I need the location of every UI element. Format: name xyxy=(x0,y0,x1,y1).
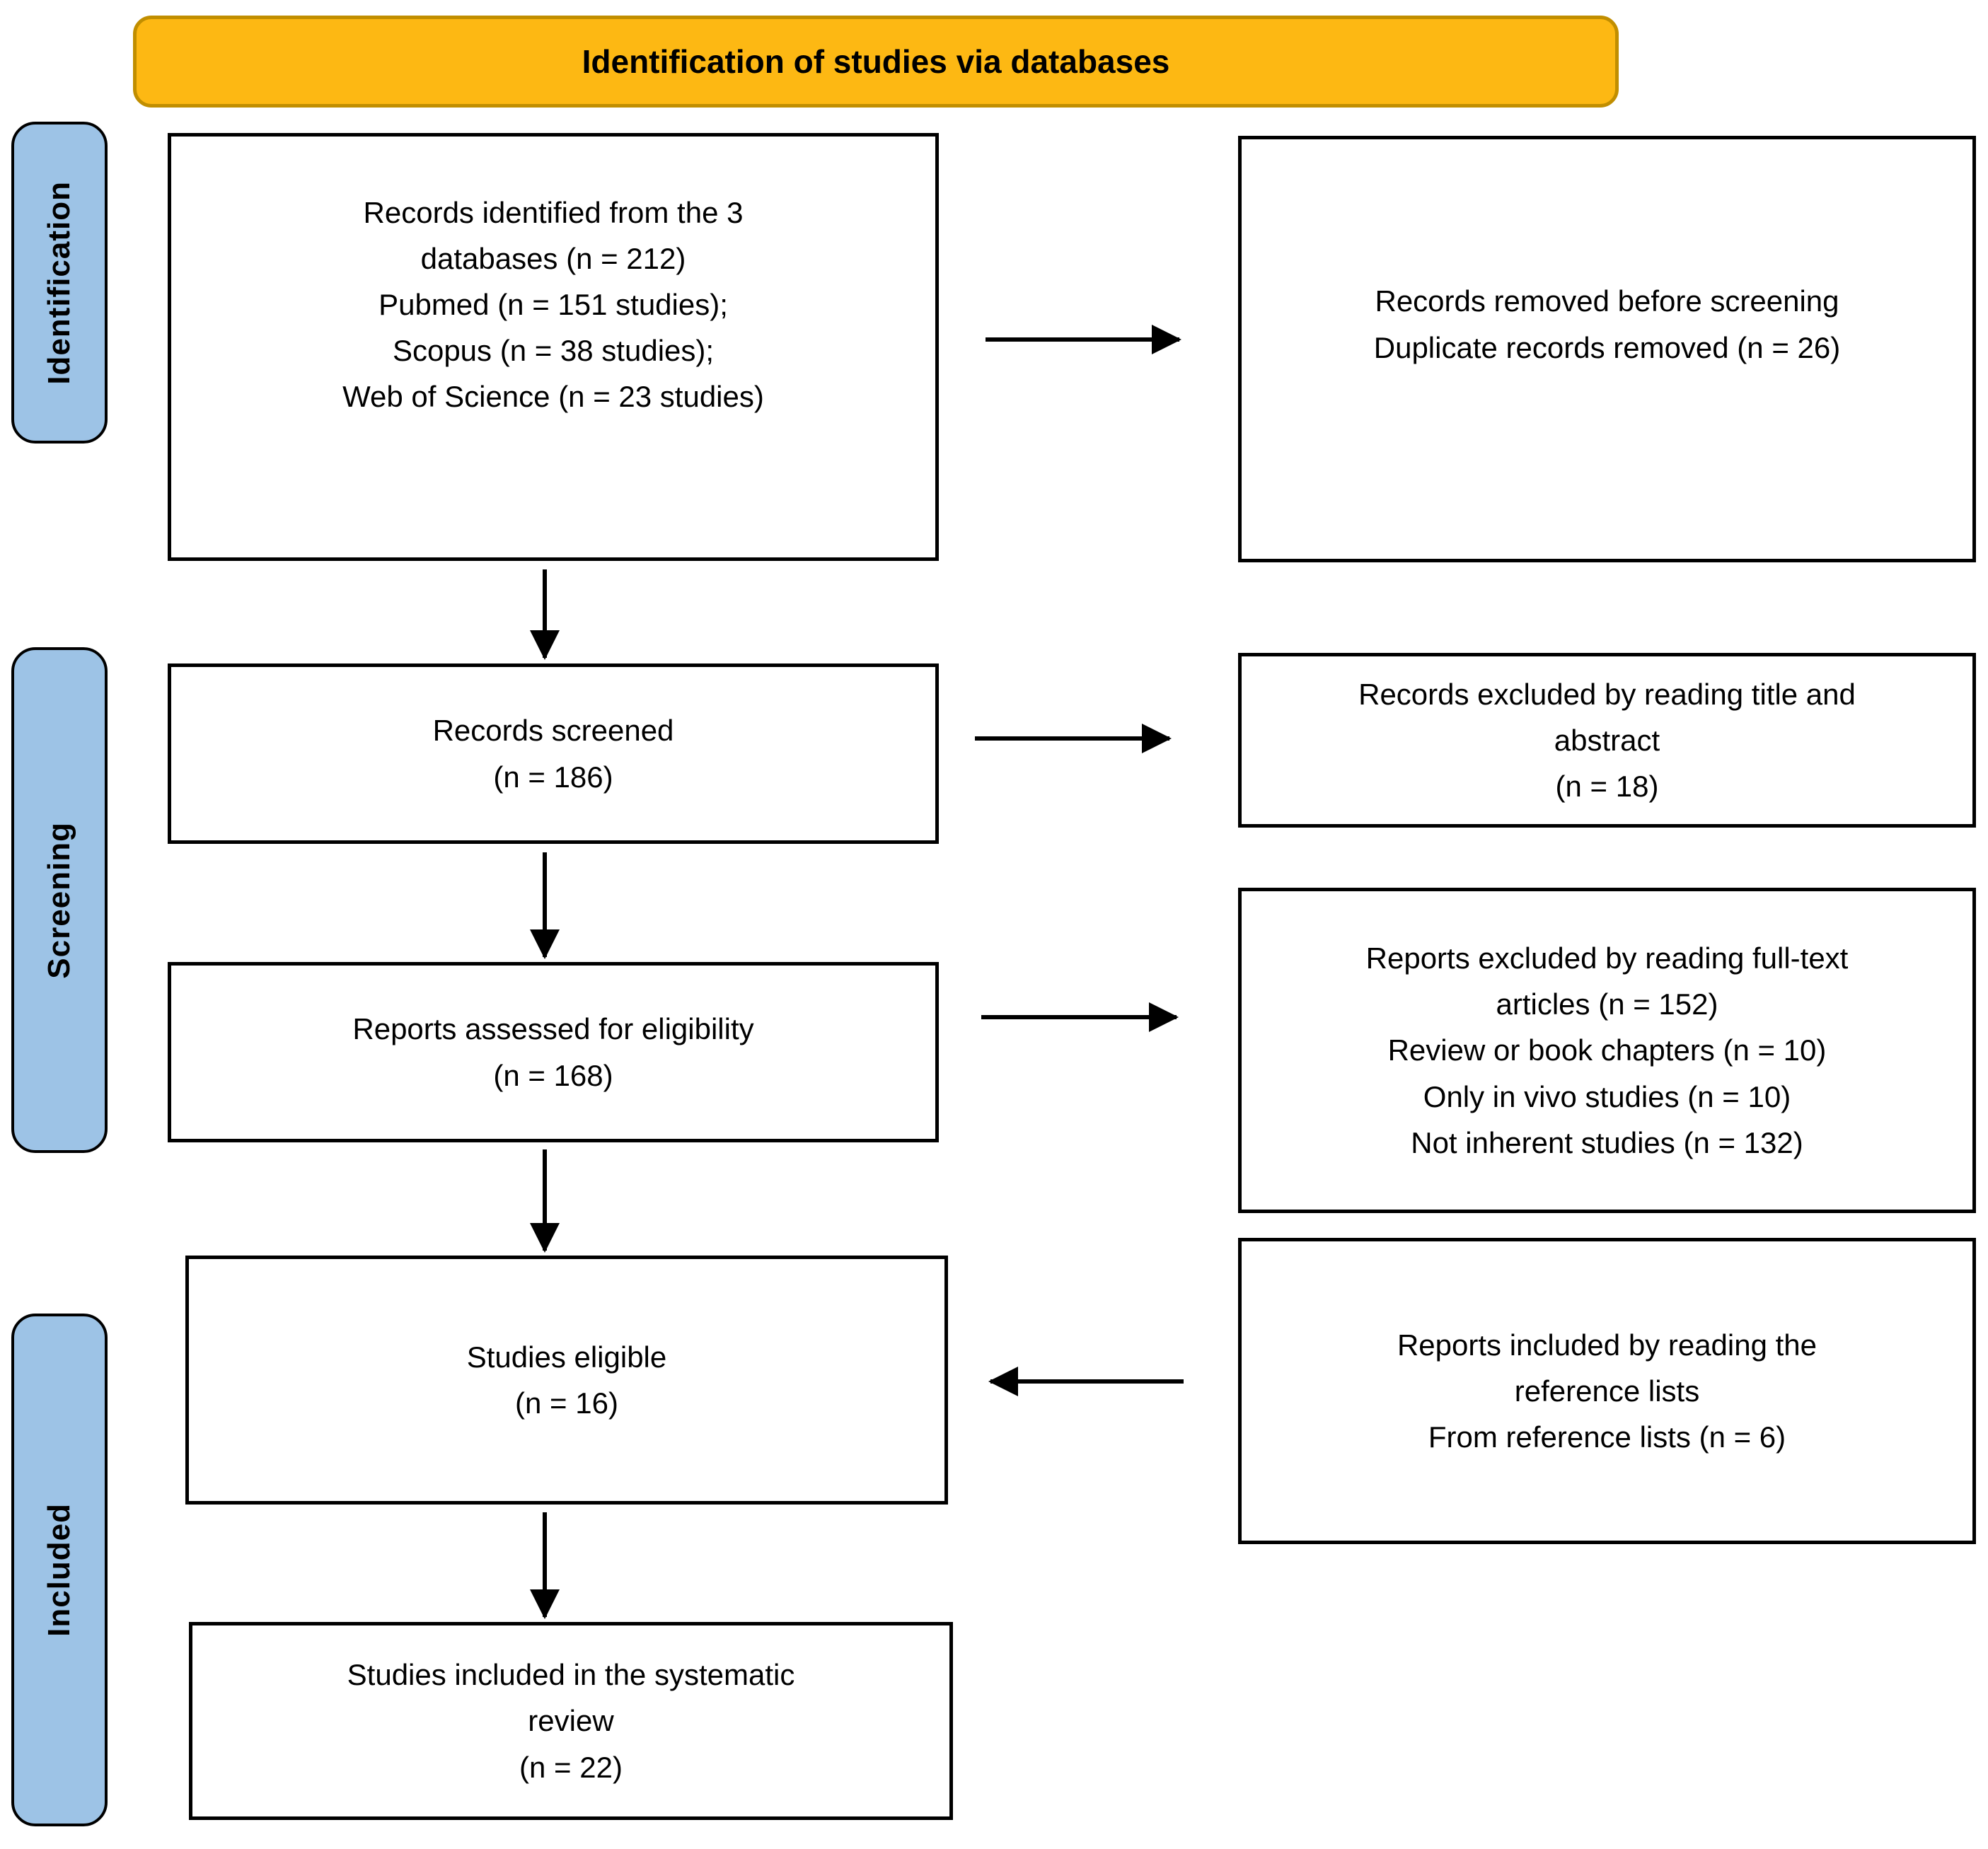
reports-excluded-fulltext-box: Reports excluded by reading full-text ar… xyxy=(1238,888,1976,1213)
records-excluded-title-abstract-text: Records excluded by reading title and ab… xyxy=(1358,677,1856,804)
reports-assessed-text: Reports assessed for eligibility (n = 16… xyxy=(352,1012,754,1092)
studies-included-box: Studies included in the systematic revie… xyxy=(189,1622,953,1820)
records-identified-text: Records identified from the 3 databases … xyxy=(342,195,764,414)
studies-included-text: Studies included in the systematic revie… xyxy=(347,1658,795,1784)
records-screened-box: Records screened (n = 186) xyxy=(168,663,939,844)
studies-eligible-box: Studies eligible (n = 16) xyxy=(185,1256,948,1505)
records-screened-text: Records screened (n = 186) xyxy=(432,714,674,794)
stage-included-label: Included xyxy=(42,1503,76,1637)
records-removed-text: Records removed before screening Duplica… xyxy=(1373,284,1841,364)
reports-assessed-box: Reports assessed for eligibility (n = 16… xyxy=(168,962,939,1142)
reports-included-references-text: Reports included by reading the referenc… xyxy=(1397,1328,1817,1454)
studies-eligible-text: Studies eligible (n = 16) xyxy=(466,1340,667,1420)
stage-screening: Screening xyxy=(11,647,108,1153)
records-excluded-title-abstract-box: Records excluded by reading title and ab… xyxy=(1238,653,1976,828)
stage-identification-label: Identification xyxy=(42,180,76,385)
banner-title: Identification of studies via databases xyxy=(582,43,1170,80)
stage-included: Included xyxy=(11,1314,108,1826)
stage-identification: Identification xyxy=(11,122,108,444)
reports-excluded-fulltext-text: Reports excluded by reading full-text ar… xyxy=(1365,941,1849,1159)
reports-included-references-box: Reports included by reading the referenc… xyxy=(1238,1238,1976,1544)
records-identified-box: Records identified from the 3 databases … xyxy=(168,133,939,561)
records-removed-box: Records removed before screening Duplica… xyxy=(1238,136,1976,562)
banner-identification-via-databases: Identification of studies via databases xyxy=(133,16,1619,108)
stage-screening-label: Screening xyxy=(42,821,76,979)
